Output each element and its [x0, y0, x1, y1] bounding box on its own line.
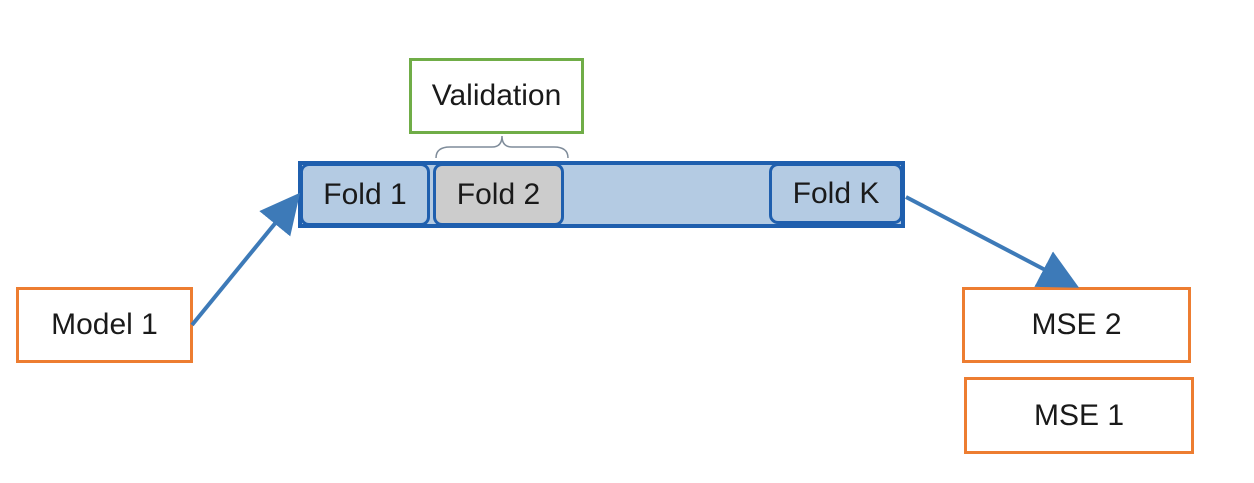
- result-box-mse-1: MSE 1: [964, 377, 1194, 454]
- validation-brace: [435, 135, 569, 159]
- validation-label: Validation: [431, 79, 562, 112]
- result-label: MSE 1: [1033, 398, 1125, 432]
- result-box-mse-2: MSE 2: [962, 287, 1191, 363]
- fold-2-validation: Fold 2: [433, 163, 564, 226]
- model-label: Model 1: [51, 308, 158, 341]
- validation-label-box: Validation: [409, 58, 584, 134]
- fold-1: Fold 1: [300, 163, 430, 226]
- fold-label: Fold K: [792, 176, 880, 210]
- model-box: Model 1: [16, 287, 193, 363]
- model-to-data-arrow: [190, 192, 301, 327]
- fold-k: Fold K: [769, 163, 903, 224]
- data-to-result-arrow: [905, 195, 1080, 288]
- result-label: MSE 2: [1031, 308, 1122, 341]
- fold-label: Fold 1: [323, 177, 407, 211]
- fold-label: Fold 2: [456, 177, 541, 211]
